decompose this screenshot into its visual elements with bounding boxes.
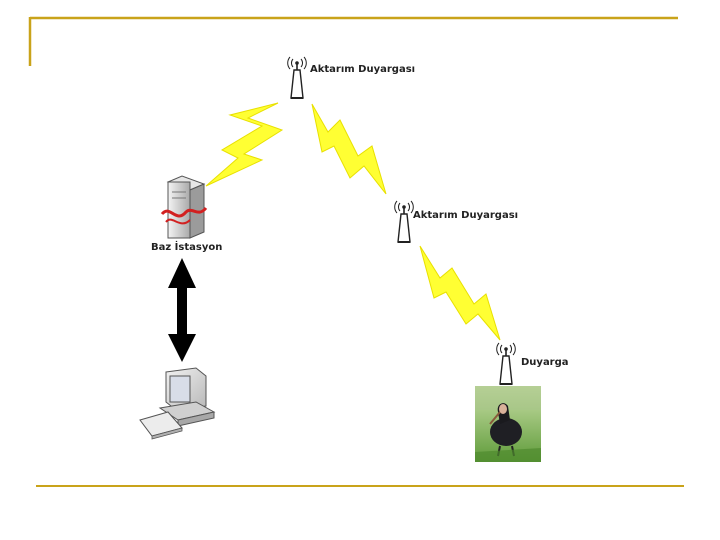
wireless-link-base-to-relay [205,102,284,187]
bird-photo-icon [475,386,541,462]
bidirectional-arrow [168,258,196,362]
desktop-computer-icon [139,367,216,440]
wireless-link-relay-to-relay [311,103,387,195]
antenna-sensor-icon [286,56,308,99]
base-station-label: Baz İstasyon [151,242,223,253]
relay-mid-label: Aktarım Duyargası [413,210,519,221]
relay-top-label: Aktarım Duyargası [310,64,416,75]
wireless-link-relay-to-sensor [419,245,501,341]
lightning-bolt-icon [419,245,501,341]
server-tower-icon [160,175,208,239]
antenna-sensor-icon [393,200,415,243]
lightning-bolt-icon [205,102,284,187]
lightning-bolt-icon [311,103,387,195]
antenna-sensor-icon [495,342,517,385]
sensor-label: Duyarga [521,357,569,368]
slide-frame [28,16,684,487]
